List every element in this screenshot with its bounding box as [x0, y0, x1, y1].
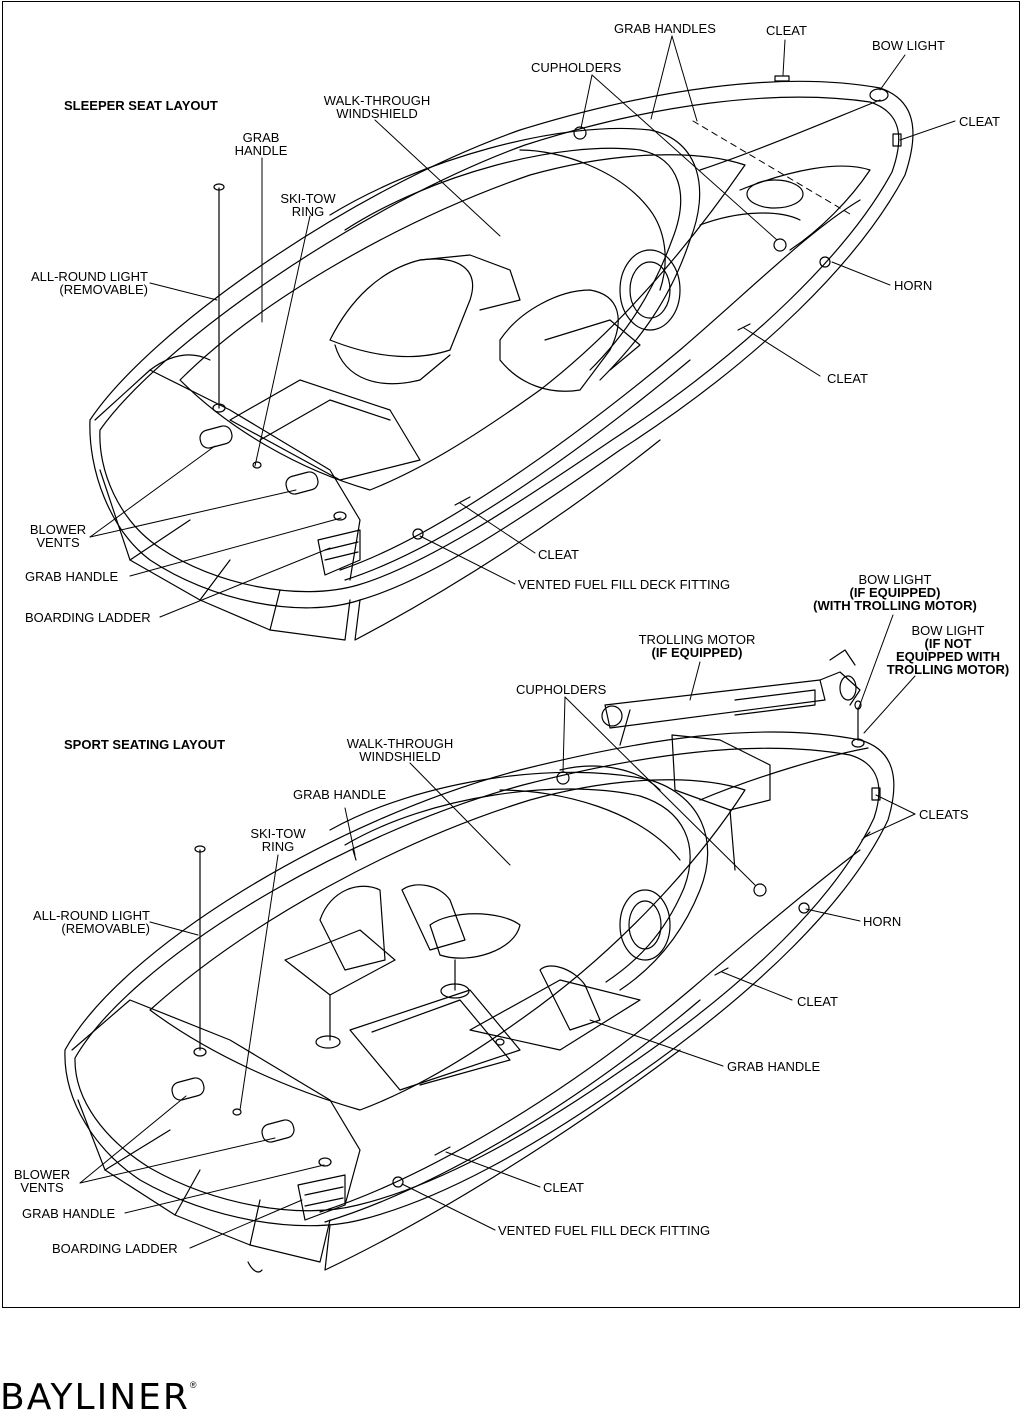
sport-layout-title: SPORT SEATING LAYOUT	[64, 737, 226, 752]
label-grab-handle-rear: GRAB HANDLE	[25, 569, 119, 584]
leader-lines	[79, 35, 956, 1249]
label-grab-handle-seat: GRAB HANDLE	[727, 1059, 821, 1074]
sport-boat-drawing	[64, 649, 895, 1273]
label-bow-light-if-equipped: BOW LIGHT(IF EQUIPPED)(WITH TROLLING MOT…	[813, 572, 977, 613]
sleeper-boat-drawing	[89, 75, 914, 641]
label-cleats: CLEATS	[919, 807, 969, 822]
label-cupholders: CUPHOLDERS	[516, 682, 607, 697]
label-horn: HORN	[894, 278, 933, 293]
label-vented-fuel-fill: VENTED FUEL FILL DECK FITTING	[518, 577, 731, 592]
label-cleat-bottom: CLEAT	[538, 547, 579, 562]
label-all-round-light: ALL-ROUND LIGHT(REMOVABLE)	[32, 908, 150, 936]
label-cleat-side: CLEAT	[797, 994, 838, 1009]
label-bow-light: BOW LIGHT	[872, 38, 945, 53]
sleeper-layout-title: SLEEPER SEAT LAYOUT	[64, 98, 218, 113]
label-all-round-light: ALL-ROUND LIGHT(REMOVABLE)	[30, 269, 148, 297]
bayliner-logo: BAYLINER®	[0, 1380, 197, 1420]
label-grab-handles: GRAB HANDLES	[614, 21, 716, 36]
label-trolling-motor: TROLLING MOTOR(IF EQUIPPED)	[638, 632, 756, 660]
label-cleat-right: CLEAT	[959, 114, 1000, 129]
diagram-frame	[2, 1, 1020, 1308]
label-vented-fuel-fill: VENTED FUEL FILL DECK FITTING	[498, 1223, 711, 1238]
logo-wordmark: BAYLINER	[0, 1377, 190, 1418]
registered-mark: ®	[189, 1380, 197, 1390]
label-horn: HORN	[863, 914, 902, 929]
label-cupholders: CUPHOLDERS	[531, 60, 622, 75]
label-grab-handle-top: GRAB HANDLE	[293, 787, 387, 802]
label-grab-handle-rear: GRAB HANDLE	[22, 1206, 116, 1221]
label-boarding-ladder: BOARDING LADDER	[25, 610, 151, 625]
label-cleat-top: CLEAT	[766, 23, 807, 38]
label-boarding-ladder: BOARDING LADDER	[52, 1241, 178, 1256]
label-cleat-side: CLEAT	[827, 371, 868, 386]
label-cleat-bottom: CLEAT	[543, 1180, 584, 1195]
